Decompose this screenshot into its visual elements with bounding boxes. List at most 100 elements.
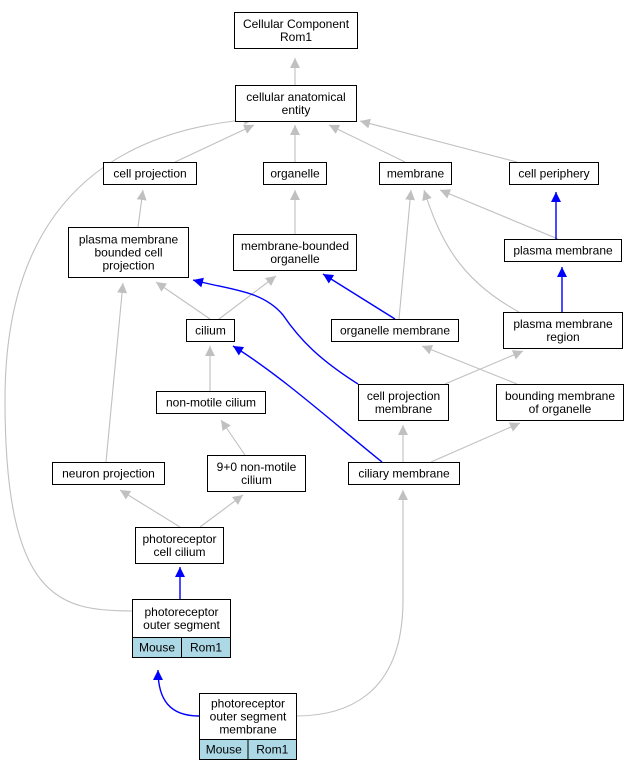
edge-organelle-membrane-to-membrane (398, 189, 416, 320)
node-box (156, 391, 266, 414)
node-box (263, 162, 327, 185)
edge-cilium-to-membrane-bounded-organelle (218, 275, 277, 320)
annotation-label: Mouse (206, 743, 242, 757)
node-box (132, 599, 231, 638)
annotation-label: Rom1 (190, 641, 222, 655)
node-box (207, 455, 306, 492)
annotation-label: Rom1 (256, 743, 288, 757)
node-label-line: ciliary membrane (358, 467, 450, 481)
node-box (135, 527, 224, 564)
edge-ciliary-membrane-to-cilium (232, 345, 383, 463)
node-label-line: outer segment (210, 710, 287, 724)
node-label-line: organelle (270, 252, 320, 266)
annotation-cell (247, 739, 297, 760)
edge-bounding-membrane-of-organelle-to-organelle-membrane (421, 345, 518, 385)
node-box (234, 12, 358, 49)
node-label-line: plasma membrane (79, 233, 179, 247)
node-label-line: region (546, 330, 579, 344)
node-label-line: cilium (241, 473, 272, 487)
node-box (496, 384, 624, 421)
edges-layer (4, 58, 567, 717)
edge-membrane-to-cellular-anatomical-entity (328, 124, 406, 163)
node-label-line: photoreceptor (211, 697, 285, 711)
edge-neuron-projection-to-plasma-membrane-bounded-cell-projection (105, 282, 128, 463)
edge-organelle-membrane-to-membrane-bounded-organelle (322, 273, 396, 320)
node-plasma-membrane[interactable]: plasma membrane (504, 239, 622, 262)
node-label-line: outer segment (143, 618, 220, 632)
edge-photoreceptor-outer-segment-to-cellular-anatomical-entity (4, 114, 255, 612)
node-box (233, 234, 357, 271)
edge-cilium-to-plasma-membrane-bounded-cell-projection (155, 281, 211, 320)
annotation-cell (181, 637, 231, 658)
node-box (199, 693, 297, 740)
node-cilium[interactable]: cilium (186, 319, 235, 342)
node-box (186, 319, 235, 342)
node-box (379, 162, 452, 185)
node-box (504, 239, 622, 262)
node-label-line: of organelle (529, 402, 592, 416)
node-ciliary-membrane[interactable]: ciliary membrane (348, 462, 460, 485)
node-organelle-membrane[interactable]: organelle membrane (331, 319, 459, 342)
node-label-line: plasma membrane (513, 317, 613, 331)
node-cell-projection[interactable]: cell projection (103, 162, 197, 185)
node-box (68, 227, 189, 278)
node-organelle[interactable]: organelle (263, 162, 327, 185)
node-label-line: cilium (195, 324, 226, 338)
node-label-line: cell projection (113, 167, 186, 181)
node-label-line: cell cilium (153, 545, 205, 559)
edge-cell-projection-membrane-to-plasma-membrane-bounded-cell-projection (192, 277, 359, 385)
node-cell-periphery[interactable]: cell periphery (509, 162, 599, 185)
annotation-label: Mouse (139, 641, 175, 655)
node-label-line: membrane (219, 723, 277, 737)
edge-photoreceptor-cell-cilium-to-nine-zero-non-motile-cilium (199, 494, 244, 528)
edge-plasma-membrane-to-membrane (439, 189, 559, 240)
node-label-line: bounded cell (94, 246, 162, 260)
edge-plasma-membrane-bounded-cell-projection-to-cell-projection (136, 189, 147, 228)
node-label-line: cellular anatomical (246, 90, 345, 104)
node-box (509, 162, 599, 185)
node-label-line: Rom1 (280, 30, 312, 44)
node-label-line: membrane-bounded (241, 239, 349, 253)
edge-cell-projection-to-cellular-anatomical-entity (174, 124, 255, 163)
edge-cell-projection-membrane-to-plasma-membrane-region (444, 350, 524, 385)
node-label-line: cell projection (367, 389, 440, 403)
node-box (348, 462, 460, 485)
node-label-line: photoreceptor (144, 605, 218, 619)
node-non-motile-cilium[interactable]: non-motile cilium (156, 391, 266, 414)
node-label-line: neuron projection (62, 467, 155, 481)
node-membrane[interactable]: membrane (379, 162, 452, 185)
node-label-line: organelle membrane (340, 324, 450, 338)
node-label-line: Cellular Component (243, 17, 350, 31)
node-label-line: membrane (375, 402, 433, 416)
node-label-line: bounding membrane (505, 389, 615, 403)
edge-cell-periphery-to-cellular-anatomical-entity (359, 118, 518, 163)
node-label-line: projection (102, 259, 154, 273)
edge-photoreceptor-outer-segment-membrane-to-photoreceptor-outer-segment (153, 669, 200, 717)
node-box (103, 162, 197, 185)
node-label-line: 9+0 non-motile (217, 460, 297, 474)
edge-nine-zero-non-motile-cilium-to-non-motile-cilium (220, 419, 246, 456)
node-label-line: plasma membrane (513, 244, 613, 258)
node-label-line: organelle (270, 167, 320, 181)
node-label-line: entity (282, 103, 311, 117)
node-box (331, 319, 459, 342)
node-box (235, 85, 357, 122)
node-neuron-projection[interactable]: neuron projection (52, 462, 165, 485)
edge-photoreceptor-cell-cilium-to-neuron-projection (119, 489, 181, 528)
edge-photoreceptor-outer-segment-membrane-to-ciliary-membrane (295, 490, 408, 717)
edge-plasma-membrane-region-to-membrane (422, 189, 520, 313)
node-label-line: non-motile cilium (166, 396, 256, 410)
